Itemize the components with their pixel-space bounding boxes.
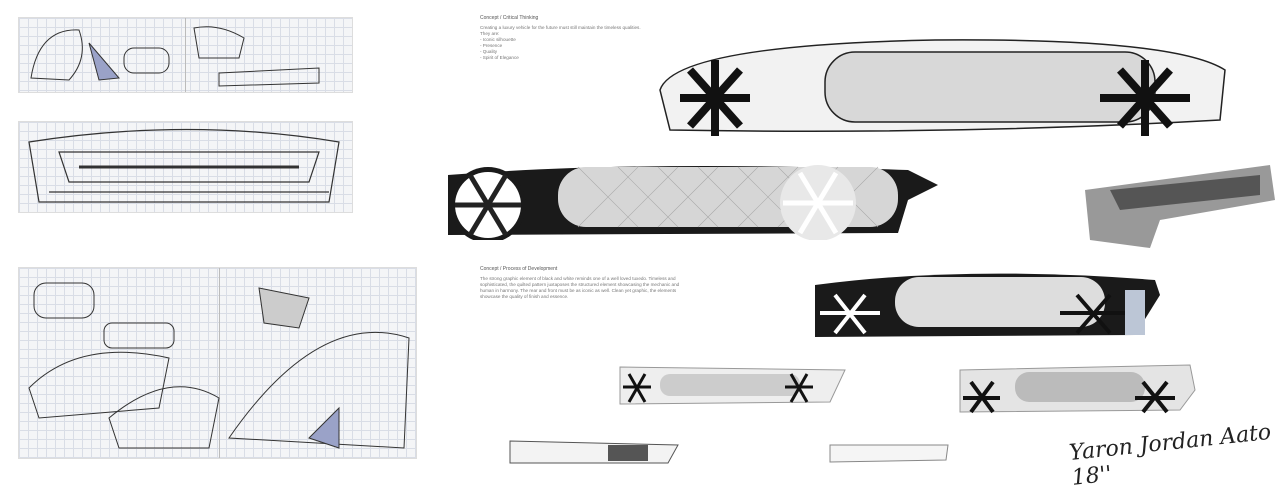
concept-2-body: The strong graphic element of black and … bbox=[480, 276, 680, 299]
concept-1-point: - Presence bbox=[480, 43, 503, 48]
concept-process-development: Concept / Process of Development The str… bbox=[480, 266, 680, 300]
car-render-side-medium bbox=[955, 360, 1200, 415]
concept-critical-thinking: Concept / Critical Thinking Creating a l… bbox=[480, 15, 650, 61]
concept-1-intro: Creating a luxury vehicle for the future… bbox=[480, 25, 641, 36]
car-render-angled bbox=[1080, 160, 1280, 248]
sketch-sheet-3 bbox=[18, 267, 417, 459]
car-sketch-small-1 bbox=[508, 435, 683, 467]
car-render-dark bbox=[815, 265, 1165, 340]
concept-1-point: - Quality bbox=[480, 49, 498, 54]
concept-1-point: - Spirit of Elegance bbox=[480, 55, 519, 60]
concept-1-heading: Concept / Critical Thinking bbox=[480, 15, 539, 21]
designer-signature: Yaron Jordan Aato 18'' bbox=[1067, 419, 1273, 491]
sketch-sheet-1 bbox=[18, 17, 353, 93]
car-sketch-small-2 bbox=[828, 440, 953, 465]
concept-2-heading: Concept / Process of Development bbox=[480, 266, 558, 272]
car-render-quilted bbox=[438, 155, 943, 240]
car-render-side-small bbox=[615, 362, 855, 407]
car-sketch-large bbox=[655, 30, 1235, 140]
sketch-sheet-2 bbox=[18, 121, 353, 213]
concept-1-point: - Iconic silhouette bbox=[480, 37, 516, 42]
